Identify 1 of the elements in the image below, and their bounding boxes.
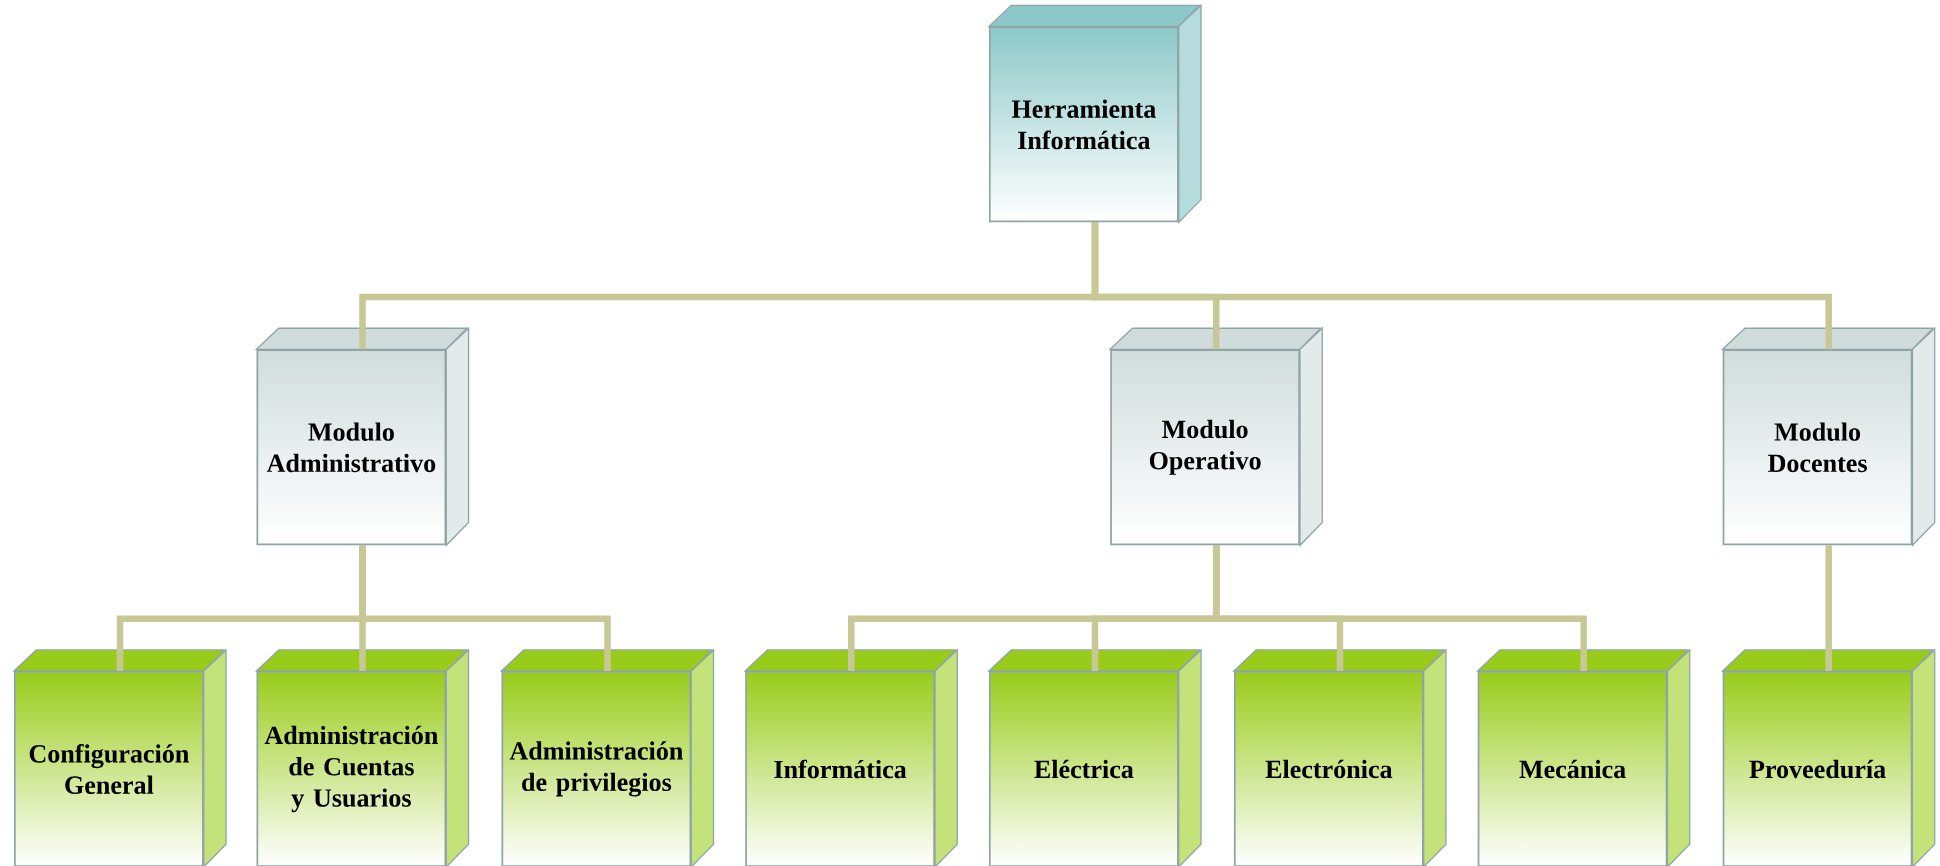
connector-line — [1091, 222, 1832, 350]
